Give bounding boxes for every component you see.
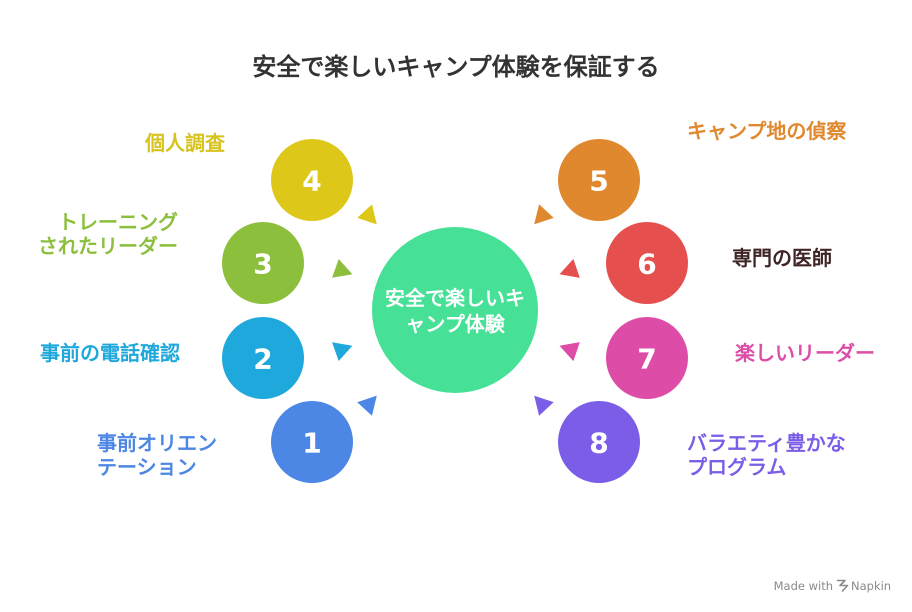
step-5-arrow-icon: [534, 204, 554, 225]
step-6-label: 専門の医師: [732, 246, 832, 270]
footer-credit: Made with Napkin: [774, 579, 892, 593]
step-5-label: キャンプ地の偵察: [687, 119, 847, 143]
step-1-label-line-1: 事前オリエン: [97, 431, 217, 455]
step-1-label-line-2: テーション: [97, 455, 197, 479]
step-3-arrow-icon: [332, 259, 353, 278]
step-6-number: 6: [637, 248, 656, 281]
step-8-number: 8: [589, 427, 608, 460]
step-1-arrow-icon: [357, 395, 377, 416]
step-7-label: 楽しいリーダー: [735, 341, 875, 365]
step-8-circle: [558, 401, 640, 483]
step-1-circle: [271, 401, 353, 483]
step-7-node: 7 楽しいリーダー: [559, 317, 875, 399]
step-7-arrow-icon: [559, 342, 580, 362]
step-8-label-line-2: プログラム: [687, 455, 786, 479]
step-4-node: 4 個人調査: [144, 131, 377, 225]
step-3-circle: [222, 222, 304, 304]
step-7-number: 7: [637, 343, 656, 376]
step-4-number: 4: [302, 165, 321, 198]
step-6-arrow-icon: [559, 258, 580, 278]
step-2-circle: [222, 317, 304, 399]
step-6-circle: [606, 222, 688, 304]
step-1-node: 1 事前オリエン テーション: [97, 395, 377, 483]
step-3-number: 3: [253, 248, 272, 281]
step-7-circle: [606, 317, 688, 399]
step-6-node: 6 専門の医師: [559, 222, 832, 304]
step-2-node: 2 事前の電話確認: [40, 317, 353, 399]
center-hub: 安全で楽しいキ ャンプ体験: [372, 227, 538, 393]
step-4-label: 個人調査: [144, 131, 225, 155]
step-5-circle: [558, 139, 640, 221]
step-3-label-line-1: トレーニング: [58, 210, 178, 234]
step-8-node: 8 バラエティ豊かな プログラム: [534, 395, 846, 483]
step-2-number: 2: [253, 343, 272, 376]
step-8-label-line-1: バラエティ豊かな: [687, 431, 846, 455]
step-3-node: 3 トレーニング されたリーダー: [38, 210, 353, 304]
footer-brand: Napkin: [851, 579, 891, 593]
step-4-arrow-icon: [357, 204, 377, 225]
center-circle: [372, 227, 538, 393]
center-label-line-2: ャンプ体験: [405, 312, 505, 336]
step-1-number: 1: [302, 427, 321, 460]
step-2-arrow-icon: [332, 342, 353, 361]
step-3-label-line-2: されたリーダー: [38, 234, 178, 258]
footer-made-with: Made with: [774, 579, 833, 593]
page-title: 安全で楽しいキャンプ体験を保証する: [252, 53, 659, 81]
napkin-logo-icon: [836, 579, 849, 592]
step-5-node: 5 キャンプ地の偵察: [534, 119, 847, 225]
center-label-line-1: 安全で楽しいキ: [385, 286, 525, 310]
step-8-arrow-icon: [534, 395, 554, 416]
step-4-circle: [271, 139, 353, 221]
step-2-label: 事前の電話確認: [40, 341, 180, 365]
step-5-number: 5: [589, 165, 608, 198]
